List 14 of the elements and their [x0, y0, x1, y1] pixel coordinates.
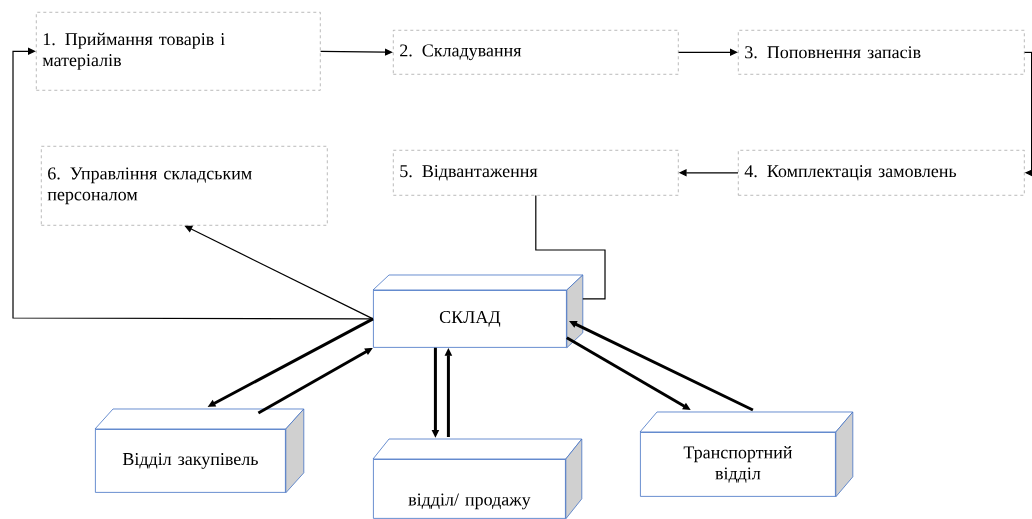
arrow: [678, 48, 738, 56]
process-box: 5. Відвантаження: [393, 150, 679, 196]
process-box: 3. Поповнення запасів: [738, 30, 1025, 75]
process-box: 1. Приймання товарів і матеріалів: [36, 12, 321, 91]
process-box: 6. Управління складським персоналом: [41, 146, 328, 226]
arrow: [12, 47, 374, 320]
arrow: [320, 48, 393, 56]
process-box: 4. Комплектація замовлень: [738, 150, 1025, 196]
department-box: Відділ закупівель: [94, 408, 305, 494]
department-box: Транспортний відділ: [639, 411, 854, 498]
process-box: 2. Складування: [393, 30, 679, 75]
arrow: [1024, 51, 1032, 177]
department-box: відділ/ продажу: [372, 438, 583, 519]
department-box: СКЛАД: [372, 274, 584, 349]
